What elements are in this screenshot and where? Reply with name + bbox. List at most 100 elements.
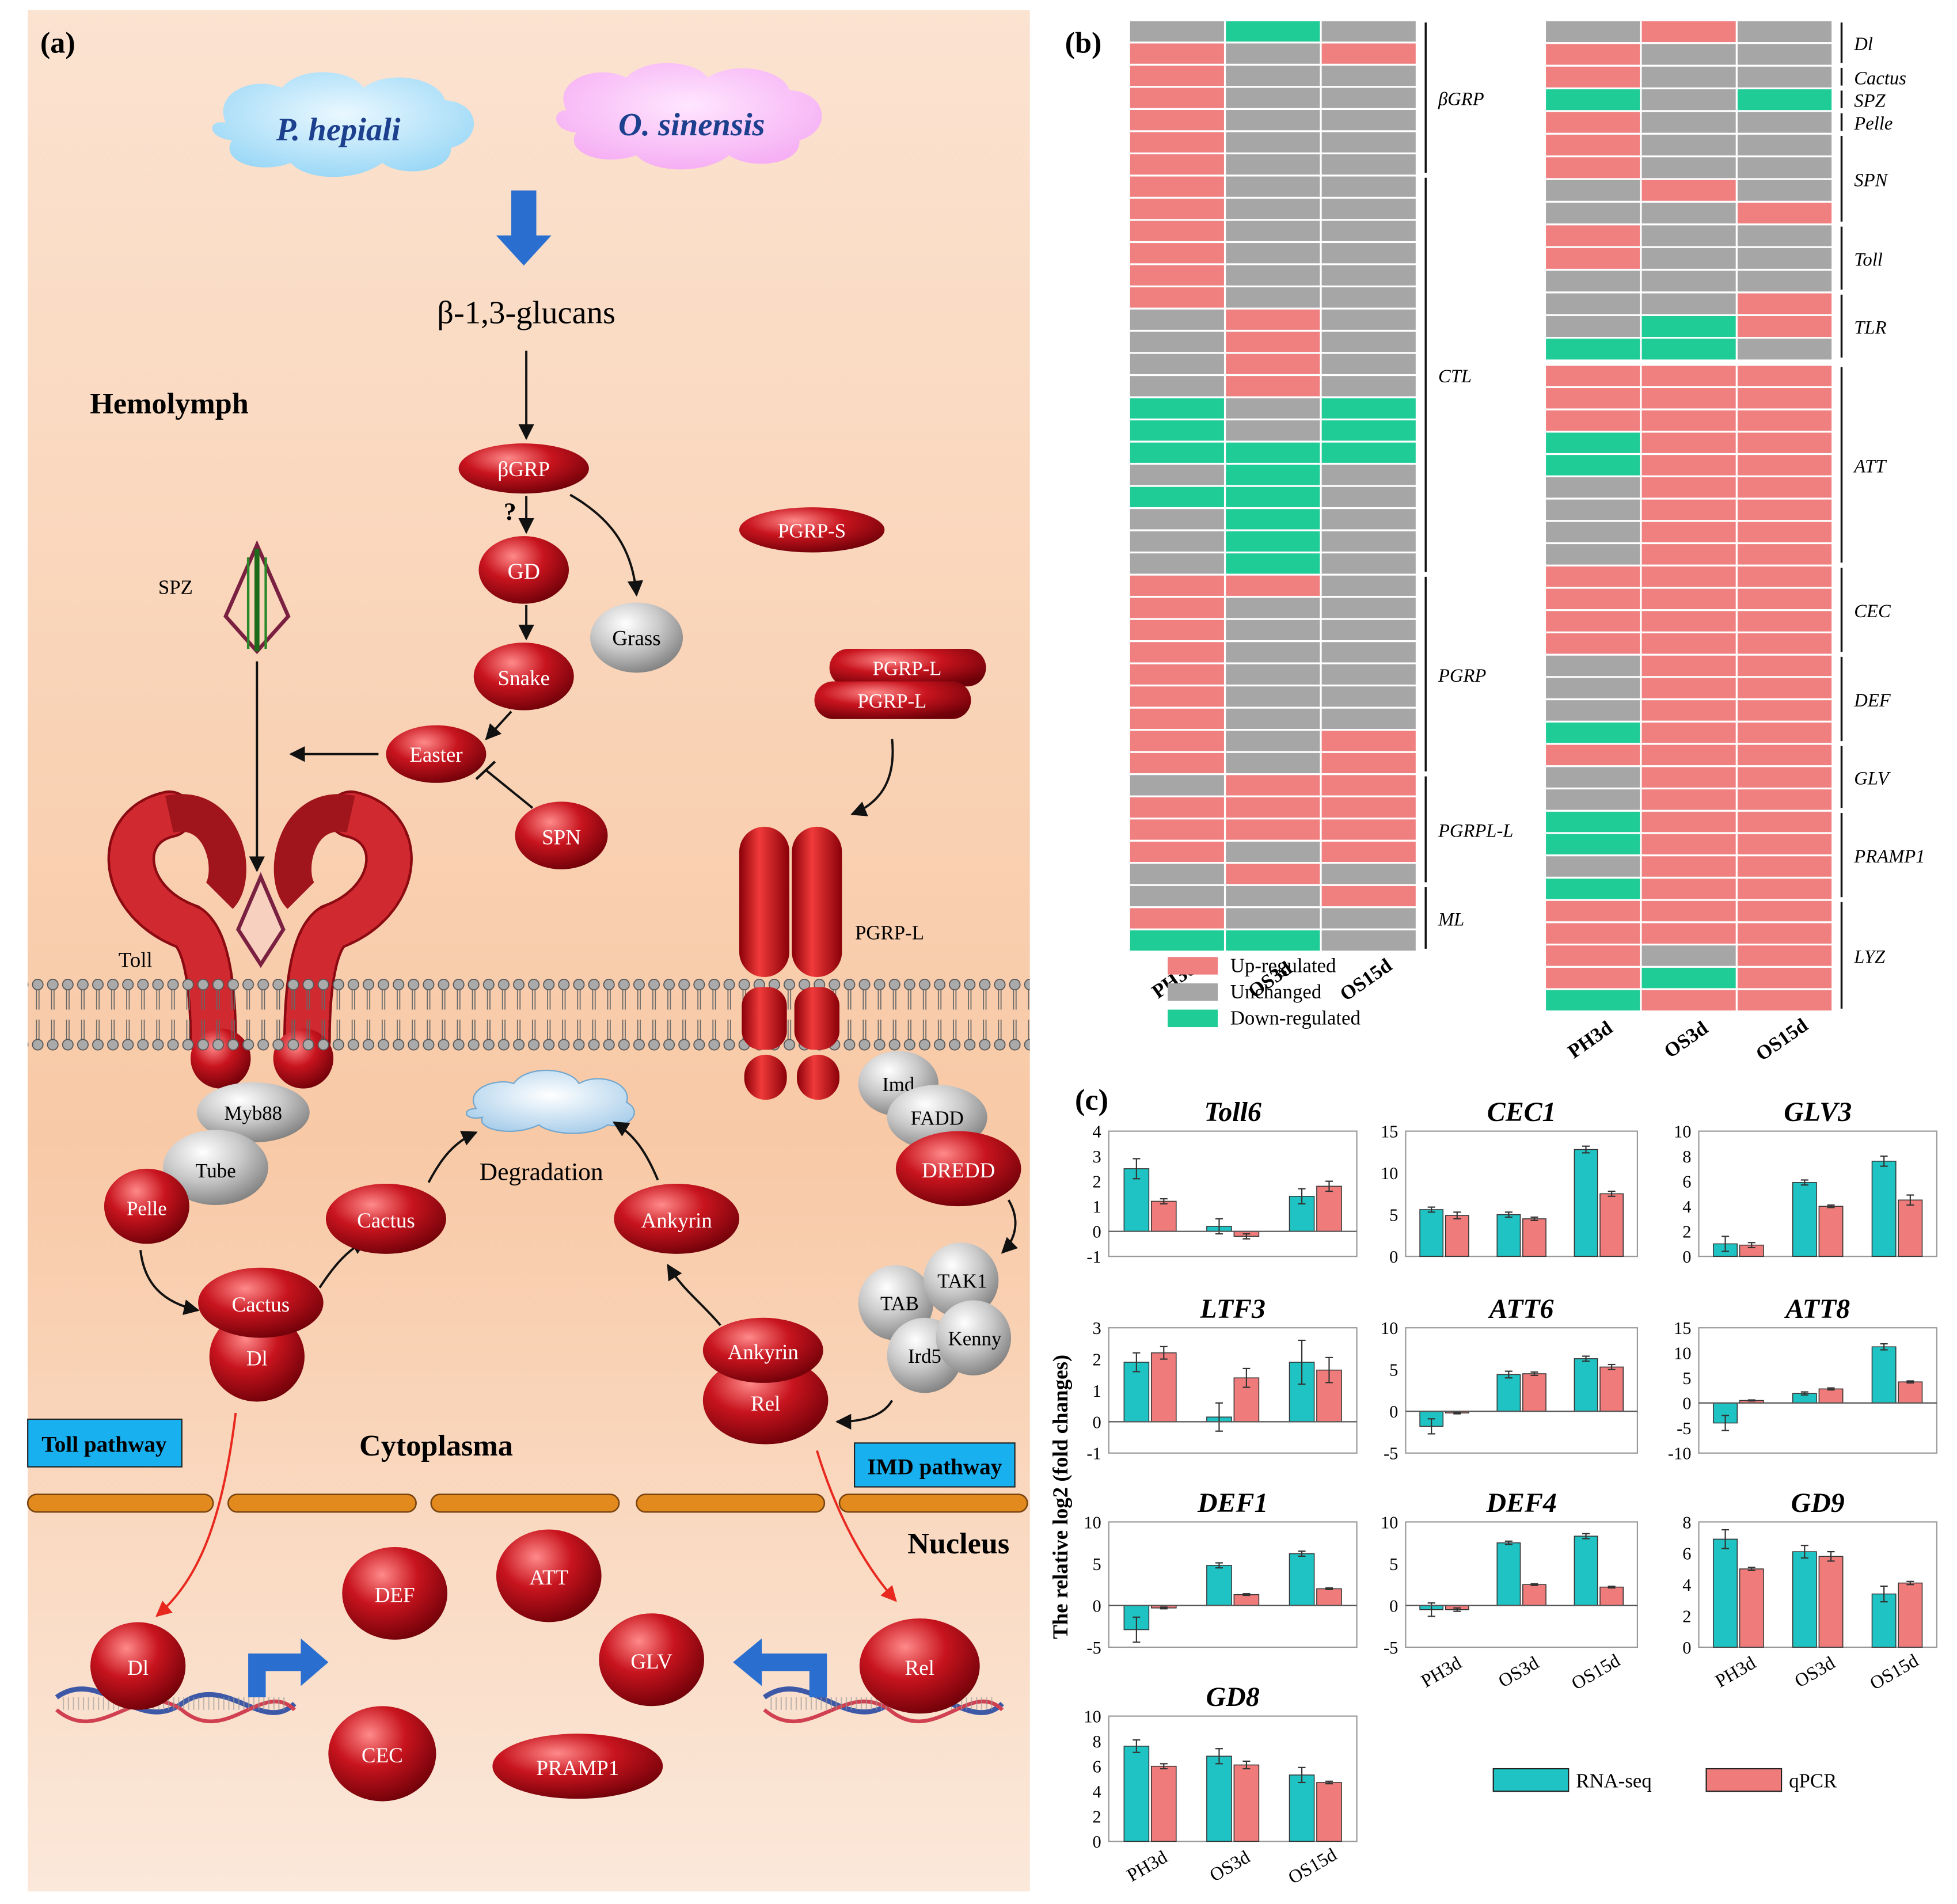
plot-area <box>1698 1521 1937 1648</box>
heatmap-cell <box>1737 744 1832 766</box>
heatmap-cell <box>1321 132 1416 153</box>
heatmap-cell <box>1737 633 1832 654</box>
legend-qpcr: qPCR <box>1789 1770 1837 1792</box>
heatmap-cell <box>1546 611 1640 632</box>
svg-text:DEF: DEF <box>375 1583 415 1607</box>
heatmap-cell <box>1737 499 1832 520</box>
ligand-label: β-1,3-glucans <box>437 295 615 330</box>
heatmap-cell <box>1737 366 1832 386</box>
heatmap-cell <box>1737 89 1832 111</box>
svg-text:FADD: FADD <box>911 1107 964 1130</box>
y-tick-label: 0 <box>1682 1247 1691 1267</box>
plot-area <box>1698 1327 1937 1454</box>
heatmap-cell <box>1546 316 1640 337</box>
heatmap-cell <box>1130 797 1224 818</box>
heatmap-cell <box>1130 332 1224 352</box>
svg-text:DREDD: DREDD <box>922 1158 995 1182</box>
svg-text:PGRP-S: PGRP-S <box>778 519 846 542</box>
heatmap-cell <box>1546 522 1640 542</box>
heatmap-cell <box>1226 354 1320 374</box>
heatmap-cell <box>1737 455 1832 476</box>
heatmap-cell <box>1546 700 1640 721</box>
heatmap-cell <box>1226 420 1320 441</box>
heatmap-cell <box>1641 678 1736 698</box>
gd-node: GD <box>478 536 569 604</box>
heatmap-cell <box>1130 775 1224 796</box>
y-tick-label: 0 <box>1092 1596 1101 1616</box>
heatmap-cell <box>1321 664 1416 685</box>
bar-rna-seq <box>1871 1593 1897 1648</box>
y-tick-label: 10 <box>1084 1707 1101 1727</box>
bar-charts: Toll6-101234CEC1051015GLV30246810LTF3-10… <box>1084 1097 1937 1888</box>
heatmap-cell <box>1130 21 1224 42</box>
y-tick-label: 2 <box>1682 1222 1691 1242</box>
heatmap-cell <box>1226 176 1320 197</box>
heatmap-cell <box>1226 509 1320 530</box>
heatmap-cell <box>1226 553 1320 574</box>
bar-qpcr <box>1522 1218 1546 1257</box>
heatmap-cell <box>1737 879 1832 899</box>
heatmap-cell <box>1641 455 1736 476</box>
gene-group-label: ML <box>1438 909 1464 930</box>
down-arrow-icon <box>496 190 552 266</box>
heatmap-column-label: PH3d <box>1564 1016 1617 1063</box>
heatmap-cell <box>1737 678 1832 698</box>
easter-node: Easter <box>386 725 487 783</box>
heatmap-cell <box>1321 43 1416 64</box>
heatmap-cell <box>1546 945 1640 966</box>
heatmap-cell <box>1226 930 1320 951</box>
y-tick-label: 2 <box>1092 1807 1101 1827</box>
heatmap-cell <box>1226 708 1320 729</box>
snake-node: Snake <box>473 643 574 710</box>
heatmap-cell <box>1321 575 1416 596</box>
heatmap-cell <box>1641 945 1736 966</box>
bar-qpcr <box>1522 1373 1546 1412</box>
heatmap-cell <box>1226 598 1320 618</box>
heatmap-cell <box>1737 990 1832 1011</box>
gene-group-label: GLV <box>1854 769 1891 789</box>
gene-group-label: ATT <box>1853 456 1887 477</box>
heatmap-cell <box>1737 316 1832 337</box>
gene-group-label: SPN <box>1854 170 1888 191</box>
bar-qpcr <box>1818 1556 1844 1648</box>
legend-swatch-up <box>1168 957 1218 975</box>
heatmap-cell <box>1226 731 1320 751</box>
heatmap-cell <box>1737 248 1832 269</box>
myb88-node: Myb88 <box>196 1082 310 1143</box>
tak1-label: TAK1 <box>937 1270 987 1293</box>
pgrp-l-soluble: PGRP-L PGRP-L <box>814 648 986 719</box>
heatmap-cell <box>1130 309 1224 330</box>
heatmap-cell <box>1130 908 1224 929</box>
heatmap-cell <box>1321 66 1416 86</box>
heatmap-cell <box>1737 655 1832 677</box>
pgrp-l-receptor: PGRP-L <box>739 826 924 1100</box>
toll-pathway-label: Toll pathway <box>41 1432 167 1457</box>
heatmap-cell <box>1321 797 1416 818</box>
heatmap-cell <box>1321 199 1416 219</box>
gene-group-label: TLR <box>1854 317 1886 338</box>
bar-rna-seq <box>1574 1536 1598 1606</box>
heatmap-cell <box>1321 465 1416 485</box>
heatmap-column-label: OS3d <box>1660 1017 1712 1063</box>
heatmap-cell <box>1641 316 1736 337</box>
tube-node: Tube <box>163 1130 268 1205</box>
heatmap-cell <box>1226 332 1320 352</box>
bar-rna-seq <box>1574 1358 1598 1412</box>
y-tick-label: 1 <box>1092 1381 1101 1401</box>
heatmap-cell <box>1641 366 1736 386</box>
heatmap-column-label: OS15d <box>1336 954 1396 1006</box>
heatmap-cell <box>1737 544 1832 565</box>
bar-qpcr <box>1445 1215 1469 1257</box>
y-tick-label: 0 <box>1389 1596 1398 1616</box>
heatmap-cell <box>1130 154 1224 175</box>
heatmap-cell <box>1130 199 1224 219</box>
heatmap-cell <box>1641 477 1736 498</box>
heatmap-cell <box>1321 841 1416 862</box>
svg-text:Rel: Rel <box>905 1656 934 1679</box>
heatmap-cell <box>1321 642 1416 663</box>
bar-rna-seq <box>1496 1214 1521 1257</box>
gene-group-label: CEC <box>1854 601 1891 622</box>
